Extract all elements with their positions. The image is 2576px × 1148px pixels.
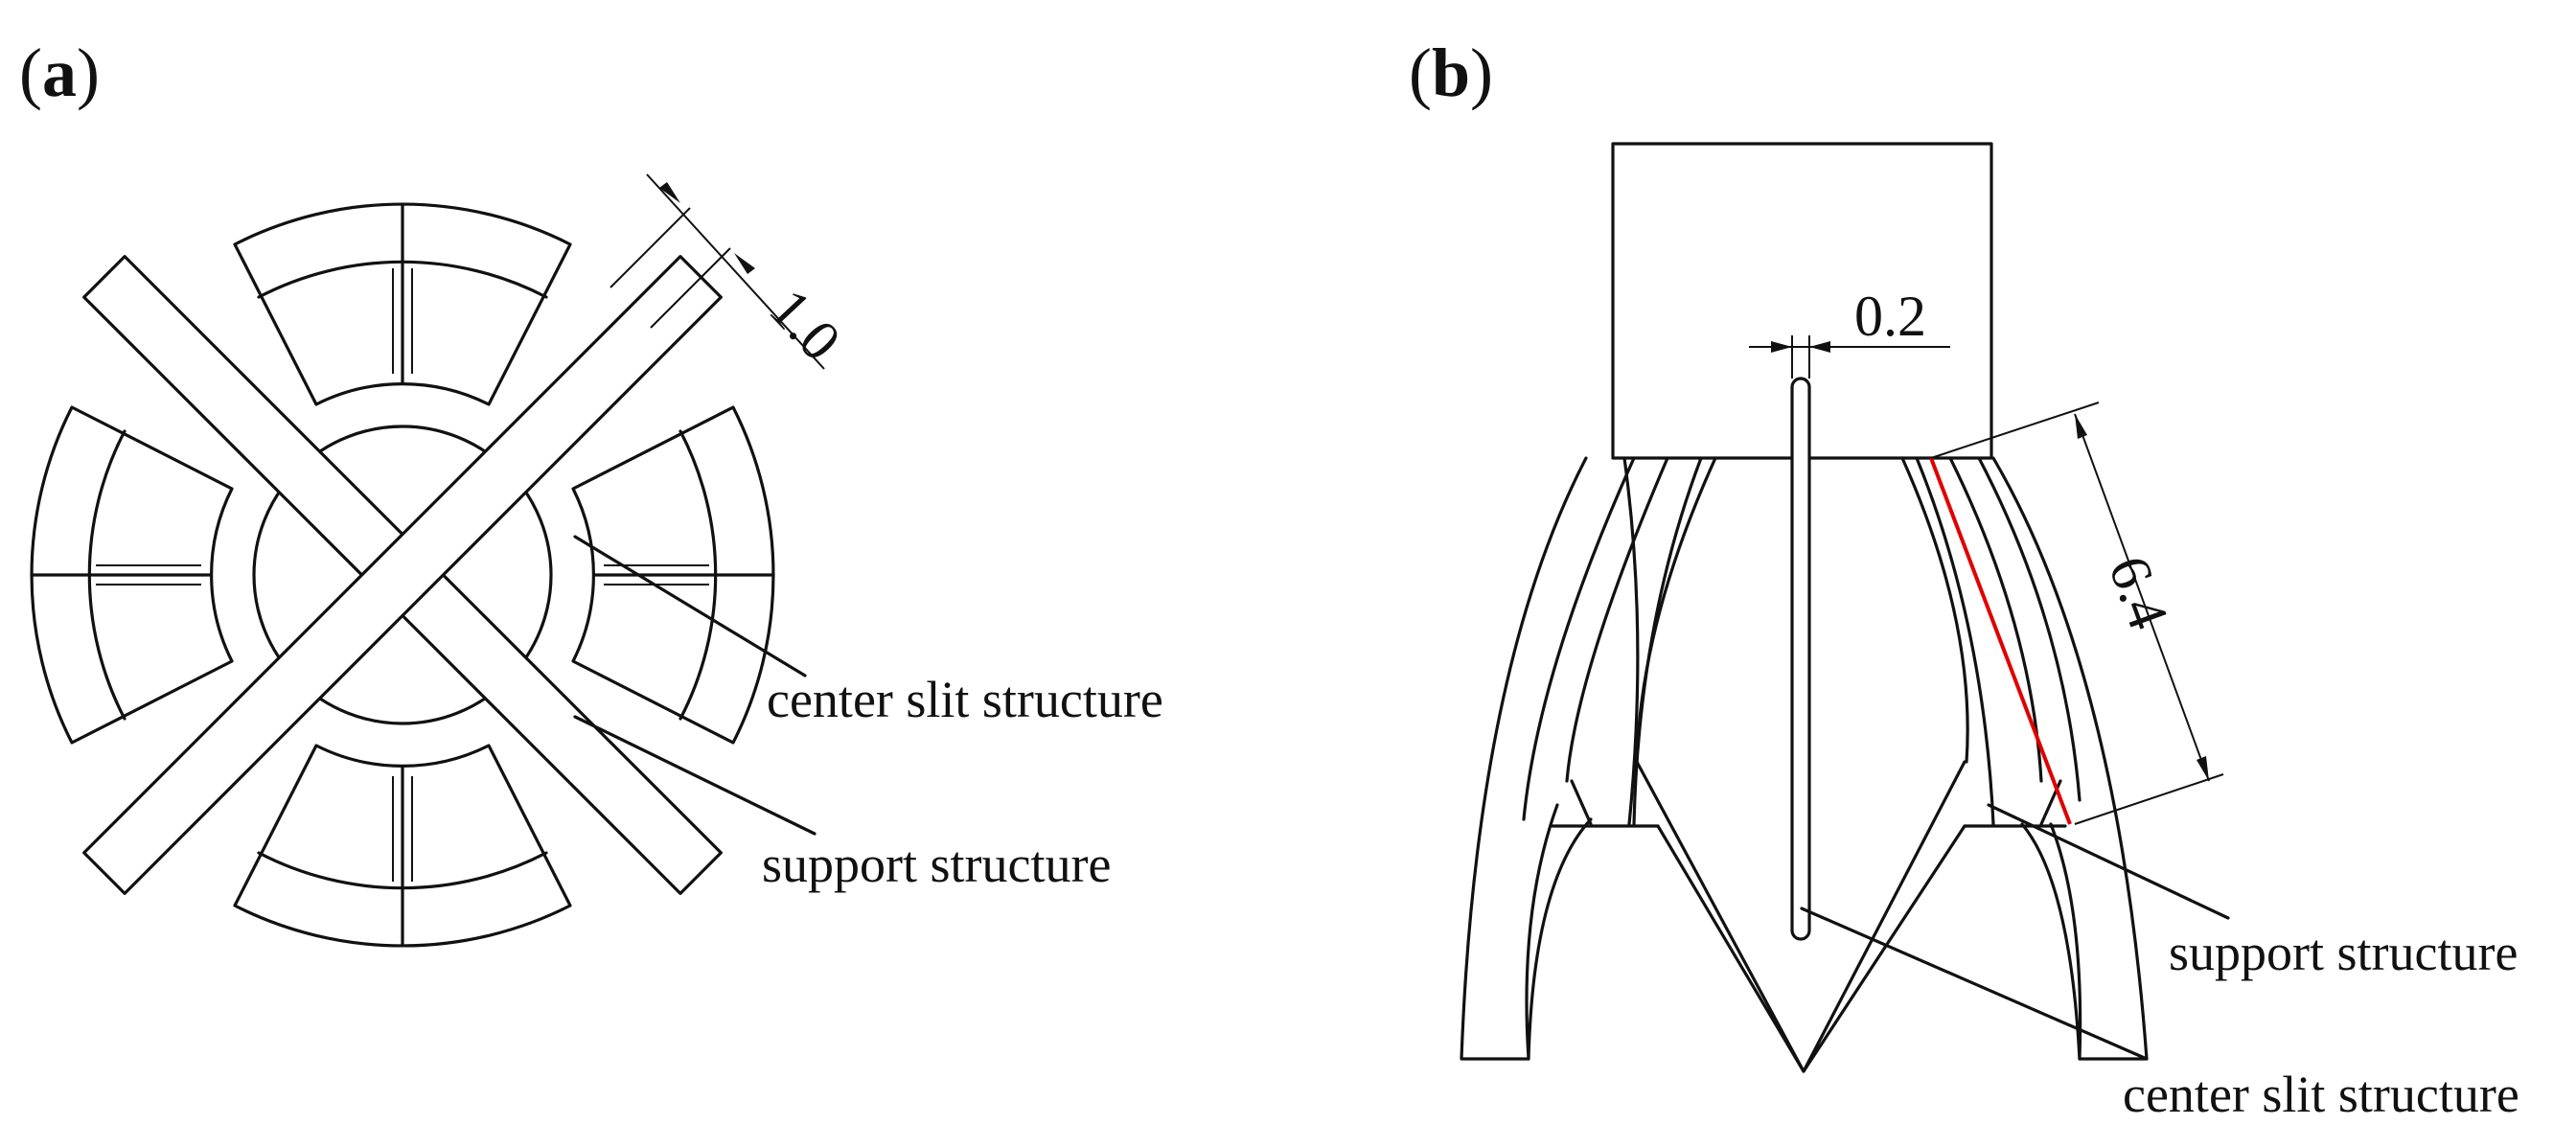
dimension-label-6-4: 6.4: [2097, 548, 2181, 637]
panel-a-top-view-drawing: [30, 202, 775, 948]
panel-a-label: (a): [19, 34, 100, 111]
side-view-body: [1460, 456, 2149, 1073]
finger-left: [30, 405, 234, 745]
dimension-label-0-2: 0.2: [1854, 285, 1926, 348]
length-highlight-line: [1929, 457, 2072, 825]
label-center-slit-structure-b: center slit structure: [2123, 1066, 2519, 1123]
finger-right: [571, 405, 775, 745]
leader-support-a: [573, 715, 816, 836]
finger-top: [233, 202, 572, 406]
panel-b: (b) 0.2: [1409, 34, 2519, 1123]
center-slit: [1790, 377, 1811, 941]
label-support-structure-a: support structure: [762, 836, 1111, 893]
panel-b-label: (b): [1409, 34, 1493, 111]
leader-support-b: [1987, 803, 2230, 920]
label-center-slit-structure-a: center slit structure: [767, 671, 1163, 728]
dimension-label-1-0: 1.0: [757, 277, 852, 373]
leader-center-slit-b: [1800, 907, 2149, 1061]
panel-a: (a): [19, 34, 1163, 948]
dimension-6-4: 6.4: [1930, 402, 2224, 825]
finger-bottom: [233, 744, 572, 948]
dimension-0-2: 0.2: [1749, 285, 1950, 379]
label-support-structure-b: support structure: [2169, 924, 2518, 981]
leader-center-slit-a: [573, 535, 807, 677]
